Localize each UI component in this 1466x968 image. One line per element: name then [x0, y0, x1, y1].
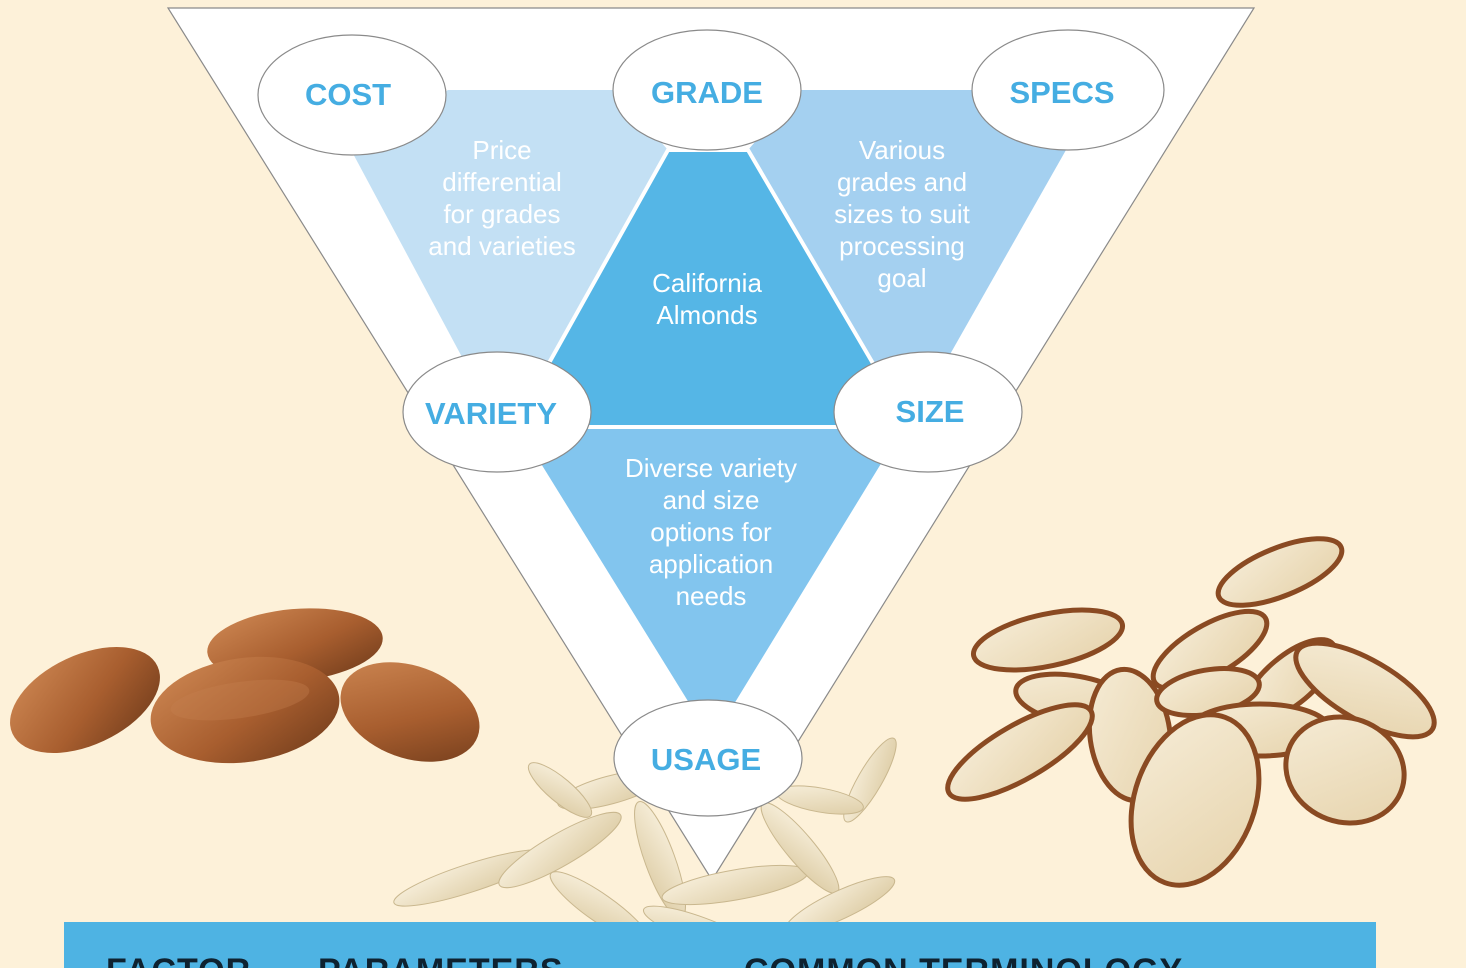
node-cost-label: COST — [305, 77, 391, 112]
whole-almonds-image — [10, 608, 480, 764]
header-common-terminology: COMMON TERMINOLOGY — [744, 952, 1183, 968]
usage-region — [540, 427, 882, 740]
sliced-almonds-image — [945, 536, 1437, 888]
specs-desc-line-2: grades and — [837, 167, 967, 197]
node-cost: COST — [257, 34, 447, 156]
cost-desc-line-3: for grades — [443, 199, 560, 229]
node-usage: USAGE — [613, 699, 803, 817]
header-parameters: PARAMETERS — [318, 952, 564, 968]
usage-desc-line-1: Diverse variety — [625, 453, 797, 483]
node-size-label: SIZE — [896, 394, 965, 429]
cost-desc-line-4: and varieties — [428, 231, 575, 261]
node-usage-ellipse — [613, 699, 803, 817]
specs-description: Various grades and sizes to suit process… — [834, 135, 971, 293]
specs-region — [748, 90, 1066, 372]
center-desc-line-1: California — [652, 268, 762, 298]
table-header-bar: FACTOR PARAMETERS COMMON TERMINOLOGY — [64, 922, 1376, 968]
node-grade-ellipse — [612, 29, 802, 151]
center-description: California Almonds — [652, 268, 762, 330]
node-variety-ellipse — [402, 351, 592, 473]
specs-desc-line-5: goal — [877, 263, 926, 293]
cost-desc-line-2: differential — [442, 167, 562, 197]
specs-desc-line-4: processing — [839, 231, 965, 261]
cost-region — [350, 90, 668, 372]
usage-desc-line-3: options for — [650, 517, 772, 547]
cost-desc-line-1: Price — [472, 135, 531, 165]
node-grade-label: GRADE — [651, 75, 763, 110]
node-usage-label: USAGE — [651, 742, 761, 777]
usage-desc-line-2: and size — [663, 485, 760, 515]
cost-description: Price differential for grades and variet… — [428, 135, 575, 261]
node-cost-ellipse — [257, 34, 447, 156]
node-specs-ellipse — [971, 29, 1165, 151]
node-specs-label: SPECS — [1009, 75, 1114, 110]
usage-desc-line-4: application — [649, 549, 773, 579]
header-factor: FACTOR — [106, 952, 251, 968]
node-specs: SPECS — [971, 29, 1165, 151]
node-variety: VARIETY — [402, 351, 592, 473]
node-size-ellipse — [833, 351, 1023, 473]
node-variety-label: VARIETY — [425, 396, 557, 431]
usage-desc-line-5: needs — [676, 581, 747, 611]
usage-description: Diverse variety and size options for app… — [625, 453, 797, 611]
specs-desc-line-1: Various — [859, 135, 945, 165]
center-desc-line-2: Almonds — [656, 300, 757, 330]
specs-desc-line-3: sizes to suit — [834, 199, 971, 229]
node-size: SIZE — [833, 351, 1023, 473]
node-grade: GRADE — [612, 29, 802, 151]
